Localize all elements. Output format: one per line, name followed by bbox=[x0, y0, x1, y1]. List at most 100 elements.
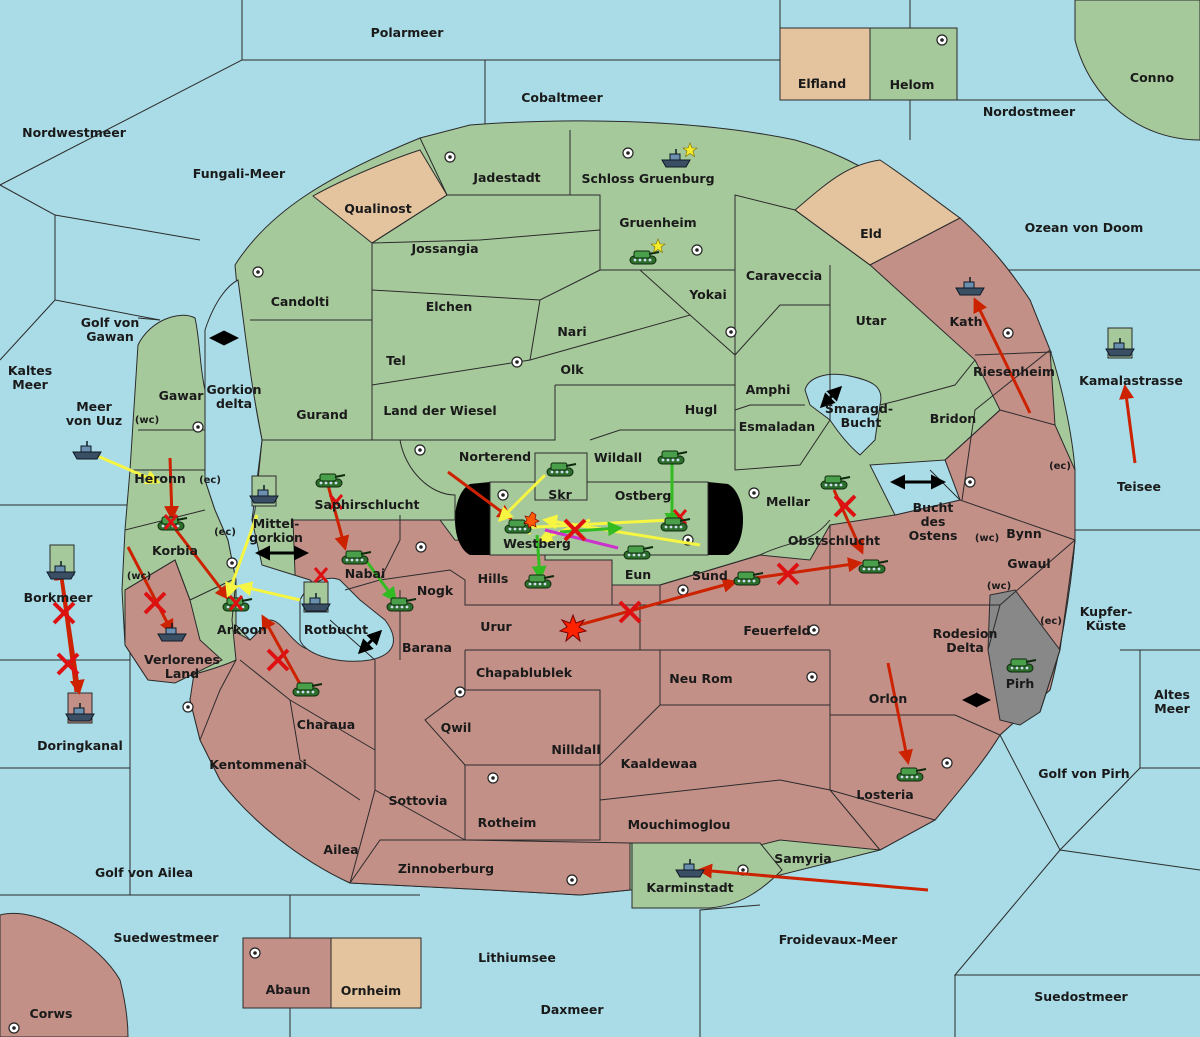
label-nabai: Nabai bbox=[345, 566, 386, 581]
corws-region bbox=[0, 913, 129, 1037]
label-amphi: Amphi bbox=[746, 382, 791, 397]
label-kaltes-meer-2: Meer bbox=[12, 377, 48, 392]
label-caraveccia: Caraveccia bbox=[746, 268, 822, 283]
label-chapablublek: Chapablublek bbox=[476, 665, 573, 680]
label-cobaltmeer: Cobaltmeer bbox=[521, 90, 603, 105]
label-kath: Kath bbox=[950, 314, 983, 329]
label-altes-meer-1: Altes bbox=[1154, 687, 1190, 702]
label-altes-meer-2: Meer bbox=[1154, 701, 1190, 716]
label-froidevaux-meer: Froidevaux-Meer bbox=[779, 932, 898, 947]
label-bucht-des-ostens-1: Bucht bbox=[913, 500, 954, 515]
label-feuerfeld: Feuerfeld bbox=[743, 623, 810, 638]
tag-korbia-wc: (wc) bbox=[127, 571, 151, 582]
label-wildall: Wildall bbox=[594, 450, 642, 465]
label-qwil: Qwil bbox=[441, 720, 472, 735]
label-mouchimoglou: Mouchimoglou bbox=[628, 817, 731, 832]
label-candolti: Candolti bbox=[271, 294, 330, 309]
label-teisee: Teisee bbox=[1117, 479, 1161, 494]
label-neu-rom: Neu Rom bbox=[669, 671, 732, 686]
qualinost-region bbox=[312, 149, 448, 244]
label-jossangia: Jossangia bbox=[410, 241, 478, 256]
label-olk: Olk bbox=[560, 362, 584, 377]
label-bucht-des-ostens-3: Ostens bbox=[909, 528, 958, 543]
label-losteria: Losteria bbox=[856, 787, 913, 802]
tag-gawar-wc: (wc) bbox=[135, 415, 159, 426]
label-golf-von-ailea: Golf von Ailea bbox=[95, 865, 193, 880]
label-golf-von-pirh: Golf von Pirh bbox=[1038, 766, 1129, 781]
label-saphirschlucht: Saphirschlucht bbox=[315, 497, 420, 512]
elfland-region bbox=[779, 27, 871, 101]
label-riesenheim: Riesenheim bbox=[973, 364, 1055, 379]
label-golf-von-gawan-2: Gawan bbox=[86, 329, 134, 344]
label-kamalastrasse: Kamalastrasse bbox=[1079, 373, 1183, 388]
label-mittelgorkion-1: Mittel- bbox=[253, 516, 300, 531]
label-smaragd-bucht-1: Smaragd- bbox=[825, 401, 893, 416]
label-ailea: Ailea bbox=[323, 842, 358, 857]
label-eun: Eun bbox=[625, 567, 651, 582]
label-rodesion-delta-2: Delta bbox=[946, 640, 984, 655]
tag-bynn-wc: (wc) bbox=[975, 533, 999, 544]
pirh-region bbox=[987, 589, 1061, 726]
label-mittelgorkion-2: gorkion bbox=[249, 530, 303, 545]
label-utar: Utar bbox=[856, 313, 888, 328]
dislodged-markers bbox=[163, 142, 698, 643]
label-kupfer-kueste-2: Küste bbox=[1086, 618, 1126, 633]
label-helom: Helom bbox=[890, 77, 935, 92]
label-nordwestmeer: Nordwestmeer bbox=[22, 125, 127, 140]
label-obstschlucht: Obstschlucht bbox=[788, 533, 880, 548]
canal-arrows bbox=[209, 330, 991, 708]
label-rodesion-delta-1: Rodesion bbox=[933, 626, 998, 641]
label-orlon: Orlon bbox=[869, 691, 908, 706]
label-qualinost: Qualinost bbox=[344, 201, 411, 216]
label-bucht-des-ostens-2: des bbox=[921, 514, 946, 529]
label-westberg: Westberg bbox=[503, 536, 571, 551]
label-mellar: Mellar bbox=[766, 494, 811, 509]
eld-region bbox=[794, 159, 961, 266]
label-land-der-wiesel: Land der Wiesel bbox=[383, 403, 496, 418]
label-urur: Urur bbox=[480, 619, 512, 634]
label-gorkion-delta-1: Gorkion bbox=[206, 382, 261, 397]
label-conno: Conno bbox=[1130, 70, 1175, 85]
label-bynn: Bynn bbox=[1006, 526, 1041, 541]
label-gwaul: Gwaul bbox=[1007, 556, 1050, 571]
label-charaua: Charaua bbox=[297, 717, 355, 732]
label-elchen: Elchen bbox=[426, 299, 473, 314]
label-arkoon: Arkoon bbox=[217, 622, 267, 637]
label-verlorenes-land-1: Verlorenes bbox=[144, 652, 220, 667]
label-karminstadt: Karminstadt bbox=[646, 880, 733, 895]
tag-gwaul-wc: (wc) bbox=[987, 581, 1011, 592]
label-nari: Nari bbox=[557, 324, 586, 339]
label-norterend: Norterend bbox=[459, 449, 531, 464]
label-daxmeer: Daxmeer bbox=[540, 1002, 604, 1017]
label-hills: Hills bbox=[478, 571, 509, 586]
label-ozean-von-doom: Ozean von Doom bbox=[1025, 220, 1144, 235]
tag-korbia-ec: (ec) bbox=[214, 527, 236, 538]
label-skr: Skr bbox=[548, 487, 572, 502]
label-suedwestmeer: Suedwestmeer bbox=[114, 930, 220, 945]
label-esmaladan: Esmaladan bbox=[739, 419, 815, 434]
label-zinnoberburg: Zinnoberburg bbox=[398, 861, 494, 876]
label-kaaldewaa: Kaaldewaa bbox=[621, 756, 698, 771]
label-hugl: Hugl bbox=[685, 402, 718, 417]
label-suedostmeer: Suedostmeer bbox=[1034, 989, 1128, 1004]
label-heronn: Heronn bbox=[134, 471, 186, 486]
label-kentommenai: Kentommenai bbox=[209, 757, 307, 772]
label-barana: Barana bbox=[402, 640, 452, 655]
label-borkmeer: Borkmeer bbox=[24, 590, 94, 605]
label-golf-von-gawan-1: Golf von bbox=[81, 315, 140, 330]
label-smaragd-bucht-2: Bucht bbox=[841, 415, 882, 430]
label-kupfer-kueste-1: Kupfer- bbox=[1080, 604, 1133, 619]
label-nilldall: Nilldall bbox=[551, 742, 600, 757]
label-verlorenes-land-2: Land bbox=[165, 666, 199, 681]
label-rotbucht: Rotbucht bbox=[304, 622, 368, 637]
label-abaun: Abaun bbox=[266, 982, 311, 997]
label-pirh: Pirh bbox=[1006, 676, 1035, 691]
label-elfland: Elfland bbox=[798, 76, 846, 91]
label-gawar: Gawar bbox=[159, 388, 205, 403]
tag-heronn-ec: (ec) bbox=[199, 475, 221, 486]
label-lithiumsee: Lithiumsee bbox=[478, 950, 556, 965]
tag-gwaul-ec: (ec) bbox=[1040, 616, 1062, 627]
label-yokai: Yokai bbox=[688, 287, 727, 302]
label-ornheim: Ornheim bbox=[341, 983, 401, 998]
